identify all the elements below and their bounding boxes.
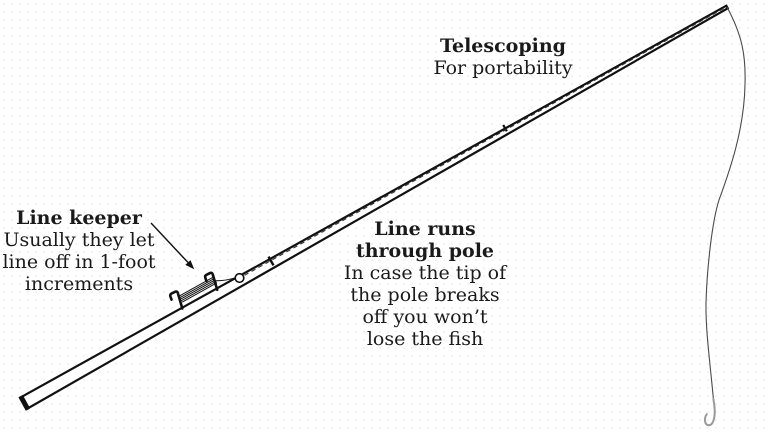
- annotation-line-through-pole: Line runs through pole In case the tip o…: [339, 218, 511, 350]
- annotation-telescoping-line: For portability: [433, 57, 573, 79]
- keeper-hook-right: [203, 271, 219, 292]
- fishing-line: [703, 6, 746, 427]
- annotation-line-through-pole-line: lose the fish: [366, 328, 484, 350]
- fishing-line-curve: [705, 6, 746, 400]
- telescoping-joint-upper: [502, 124, 508, 132]
- annotation-line-keeper-line: Usually they let: [3, 229, 155, 251]
- annotation-telescoping: Telescoping For portability: [398, 35, 608, 79]
- annotation-line-keeper-line: line off in 1-foot: [2, 251, 156, 273]
- annotation-line-through-pole-line: the pole breaks: [350, 284, 500, 306]
- keeper-to-grommet-line: [215, 277, 236, 282]
- annotation-line-through-pole-heading: Line runs: [374, 218, 476, 240]
- annotation-line-keeper-heading: Line keeper: [16, 207, 142, 229]
- keeper-hook-left: [168, 290, 184, 310]
- annotation-line-through-pole-heading: through pole: [355, 240, 495, 262]
- annotation-line-through-pole-line: off you won’t: [362, 306, 488, 328]
- pole-butt-cap: [18, 394, 31, 411]
- internal-line-dashed: [244, 8, 724, 276]
- line-keeper: [168, 271, 245, 310]
- annotation-line-keeper: Line keeper Usually they let line off in…: [0, 207, 158, 295]
- fish-hook: [703, 398, 716, 427]
- pointer-arrow: [150, 222, 195, 270]
- telescoping-joint-lower: [267, 256, 275, 266]
- wound-line: [178, 276, 218, 303]
- annotation-telescoping-heading: Telescoping: [440, 35, 566, 57]
- line-grommet: [234, 272, 245, 284]
- annotation-line-keeper-line: increments: [24, 273, 134, 295]
- annotation-line-through-pole-line: In case the tip of: [343, 262, 507, 284]
